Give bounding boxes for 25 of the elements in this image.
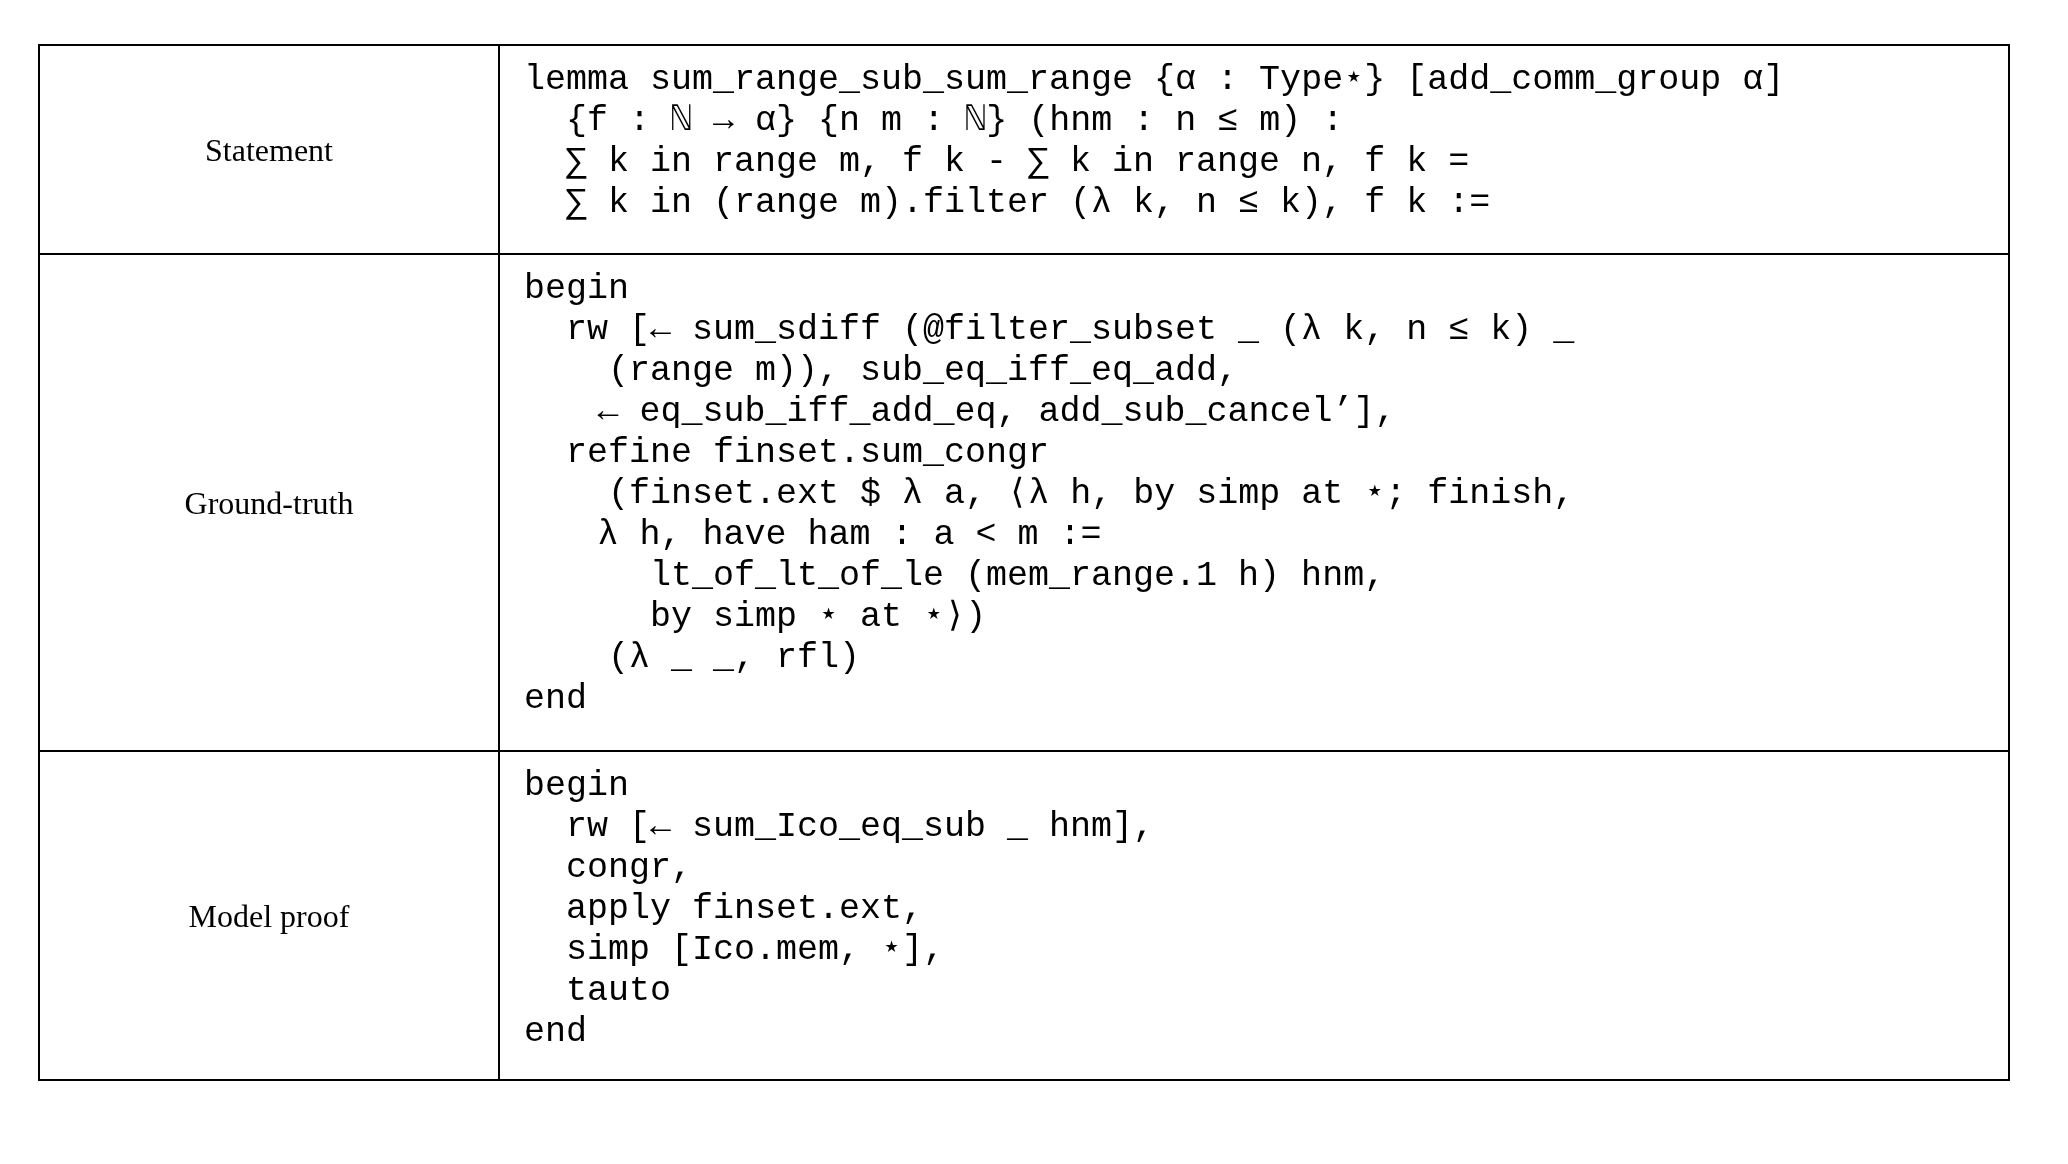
code-line: rw [← sum_Ico_eq_sub _ hnm], [566,807,1155,848]
code-line: (finset.ext $ λ a, ⟨λ h, by simp at ⋆; finish, [608,474,1575,515]
code-line: end [524,679,587,720]
code-line: ∑ k in (range m).filter (λ k, n ≤ k), f k := [566,183,1491,224]
row-header: Ground-truth [184,483,354,523]
code-line: begin [524,269,630,310]
code-line: congr, [566,848,693,889]
row-header: Model proof [188,896,350,936]
code-line: end [524,1012,587,1053]
code-line: λ h, have ham : a < m := [597,515,1102,556]
code-line: ← eq_sub_iff_add_eq, add_sub_cancel’], [597,392,1396,433]
code-line: lemma sum_range_sub_sum_range {α : Type⋆} [add_comm_group α] [524,60,1785,101]
code-line: lt_of_lt_of_le (mem_range.1 h) hnm, [650,556,1386,597]
code-line: begin [524,766,630,807]
row-header: Statement [205,130,333,170]
code-line: rw [← sum_sdiff (@filter_subset _ (λ k, n ≤ k) _ [566,310,1575,351]
code-line: apply finset.ext, [566,889,924,930]
code-line: by simp ⋆ at ⋆⟩) [650,597,987,638]
code-line: simp [Ico.mem, ⋆], [566,930,945,971]
code-line: {f : ℕ → α} {n m : ℕ} (hnm : n ≤ m) : [566,101,1344,142]
code-line: (range m)), sub_eq_iff_eq_add, [608,351,1239,392]
code-line: (λ _ _, rfl) [608,638,861,679]
code-line: refine finset.sum_congr [566,433,1050,474]
code-line: tauto [566,971,672,1012]
code-line: ∑ k in range m, f k - ∑ k in range n, f k = [566,142,1470,183]
